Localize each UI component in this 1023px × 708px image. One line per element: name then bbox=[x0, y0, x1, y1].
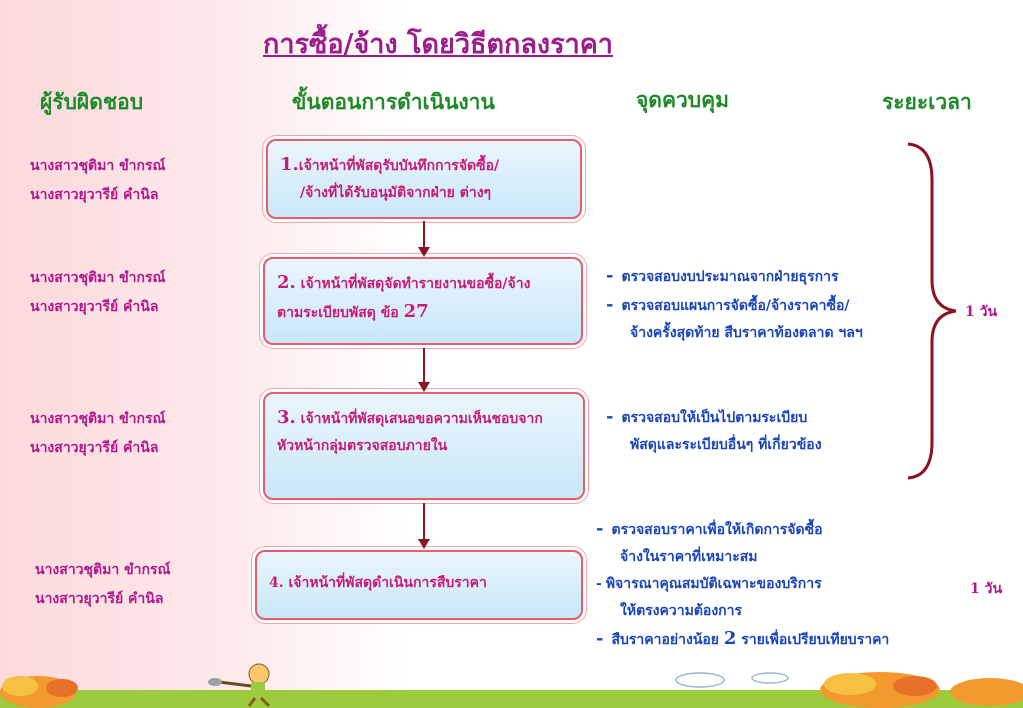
responsible-name: นางสาวชุติมา ขำกรณ์ bbox=[35, 562, 171, 578]
step-number: 3. bbox=[277, 407, 296, 428]
flow-arrow bbox=[418, 503, 430, 549]
control-item: -ตรวจสอบแผนการจัดซื้อ/จ้างราคาซื้อ/ bbox=[606, 294, 850, 315]
responsible-name: นางสาวชุติมา ขำกรณ์ bbox=[30, 411, 166, 427]
step-line: 1.เจ้าหน้าที่พัสดุรับบันทึกการจัดซื้อ/ bbox=[280, 151, 568, 180]
step-line: 2. เจ้าหน้าที่พัสดุจัดทำรายงานขอซื้อ/จ้า… bbox=[277, 269, 569, 298]
duration-group: 1 วัน bbox=[965, 304, 998, 320]
ground-scenery bbox=[0, 672, 1023, 708]
control-item: -พิจารณาคุณสมบัติเฉพาะของบริการ bbox=[596, 576, 822, 592]
header-responsible: ผู้รับผิดชอบ bbox=[40, 89, 144, 114]
control-group-3: -ตรวจสอบให้เป็นไปตามระเบียบ พัสดุและระเบ… bbox=[606, 403, 822, 459]
step-text: เจ้าหน้าที่พัสดุจัดทำรายงานขอซื้อ/จ้าง bbox=[300, 276, 531, 292]
step-clause-number: 27 bbox=[403, 301, 429, 322]
step-number: 4. bbox=[269, 575, 284, 591]
step-line: ตามระเบียบพัสดุ ข้อ 27 bbox=[277, 298, 569, 327]
step-text: ตามระเบียบพัสดุ ข้อ bbox=[277, 305, 399, 321]
step-text: หัวหน้ากลุ่มตรวจสอบภายใน bbox=[277, 438, 448, 454]
step-box-4: 4. เจ้าหน้าที่พัสดุดำเนินการสืบราคา bbox=[255, 550, 583, 620]
control-item-cont: จ้างครั้งสุดท้าย สืบราคาท้องตลาด ฯลฯ bbox=[630, 325, 863, 341]
step-number: 2. bbox=[277, 272, 296, 293]
responsible-name: นางสาวยุวารีย์ คำนิล bbox=[30, 299, 159, 315]
control-group-4: -ตรวจสอบราคาเพื่อให้เกิดการจัดซื้อ จ้างใ… bbox=[596, 515, 889, 654]
character-illustration-icon bbox=[208, 663, 271, 708]
responsible-row-3: นางสาวชุติมา ขำกรณ์ นางสาวยุวารีย์ คำนิล bbox=[30, 405, 166, 463]
page-title: การซื้อ/จ้าง โดยวิธีตกลงราคา bbox=[263, 29, 613, 60]
responsible-name: นางสาวชุติมา ขำกรณ์ bbox=[30, 270, 166, 286]
control-group-2: -ตรวจสอบงบประมาณจากฝ่ายธุรการ -ตรวจสอบแผ… bbox=[606, 262, 863, 347]
responsible-name: นางสาวชุติมา ขำกรณ์ bbox=[30, 158, 166, 174]
curly-brace-icon bbox=[907, 142, 957, 480]
step-box-2: 2. เจ้าหน้าที่พัสดุจัดทำรายงานขอซื้อ/จ้า… bbox=[263, 257, 583, 345]
responsible-row-2: นางสาวชุติมา ขำกรณ์ นางสาวยุวารีย์ คำนิล bbox=[30, 264, 166, 322]
control-item: -ตรวจสอบราคาเพื่อให้เกิดการจัดซื้อ bbox=[596, 518, 823, 539]
duration-step-4: 1 วัน bbox=[970, 581, 1003, 597]
responsible-row-1: นางสาวชุติมา ขำกรณ์ นางสาวยุวารีย์ คำนิล bbox=[30, 152, 166, 210]
control-item: -สืบราคาอย่างน้อย 2 รายเพื่อเปรียบเทียบร… bbox=[596, 628, 890, 649]
control-item-cont: พัสดุและระเบียบอื่นๆ ที่เกี่ยวข้อง bbox=[630, 437, 822, 453]
control-item: -ตรวจสอบงบประมาณจากฝ่ายธุรการ bbox=[606, 265, 839, 286]
responsible-name: นางสาวยุวารีย์ คำนิล bbox=[35, 591, 164, 607]
responsible-name: นางสาวยุวารีย์ คำนิล bbox=[30, 187, 159, 203]
step-text: เจ้าหน้าที่พัสดุดำเนินการสืบราคา bbox=[288, 575, 487, 591]
responsible-row-4: นางสาวชุติมา ขำกรณ์ นางสาวยุวารีย์ คำนิล bbox=[35, 556, 171, 614]
step-text: /จ้างที่ได้รับอนุมัติจากฝ่าย ต่างๆ bbox=[300, 185, 492, 201]
step-box-1: 1.เจ้าหน้าที่พัสดุรับบันทึกการจัดซื้อ/ /… bbox=[266, 139, 582, 219]
step-box-3: 3. เจ้าหน้าที่พัสดุเสนอขอความเห็นชอบจาก … bbox=[263, 392, 585, 500]
responsible-name: นางสาวยุวารีย์ คำนิล bbox=[30, 440, 159, 456]
step-number: 1. bbox=[280, 154, 299, 175]
header-control: จุดควบคุม bbox=[636, 87, 730, 112]
control-item-cont: จ้างในราคาที่เหมาะสม bbox=[620, 549, 758, 565]
step-text: เจ้าหน้าที่พัสดุรับบันทึกการจัดซื้อ/ bbox=[298, 158, 500, 174]
flow-arrow bbox=[418, 221, 430, 257]
header-steps: ขั้นตอนการดำเนินงาน bbox=[292, 89, 495, 114]
step-text: เจ้าหน้าที่พัสดุเสนอขอความเห็นชอบจาก bbox=[300, 411, 543, 427]
header-duration: ระยะเวลา bbox=[882, 89, 972, 114]
step-line: 4. เจ้าหน้าที่พัสดุดำเนินการสืบราคา bbox=[269, 570, 569, 597]
control-item-cont: ให้ตรงความต้องการ bbox=[620, 603, 743, 619]
flow-arrow bbox=[418, 348, 430, 392]
control-item: -ตรวจสอบให้เป็นไปตามระเบียบ bbox=[606, 406, 808, 427]
step-line: 3. เจ้าหน้าที่พัสดุเสนอขอความเห็นชอบจาก bbox=[277, 404, 571, 433]
